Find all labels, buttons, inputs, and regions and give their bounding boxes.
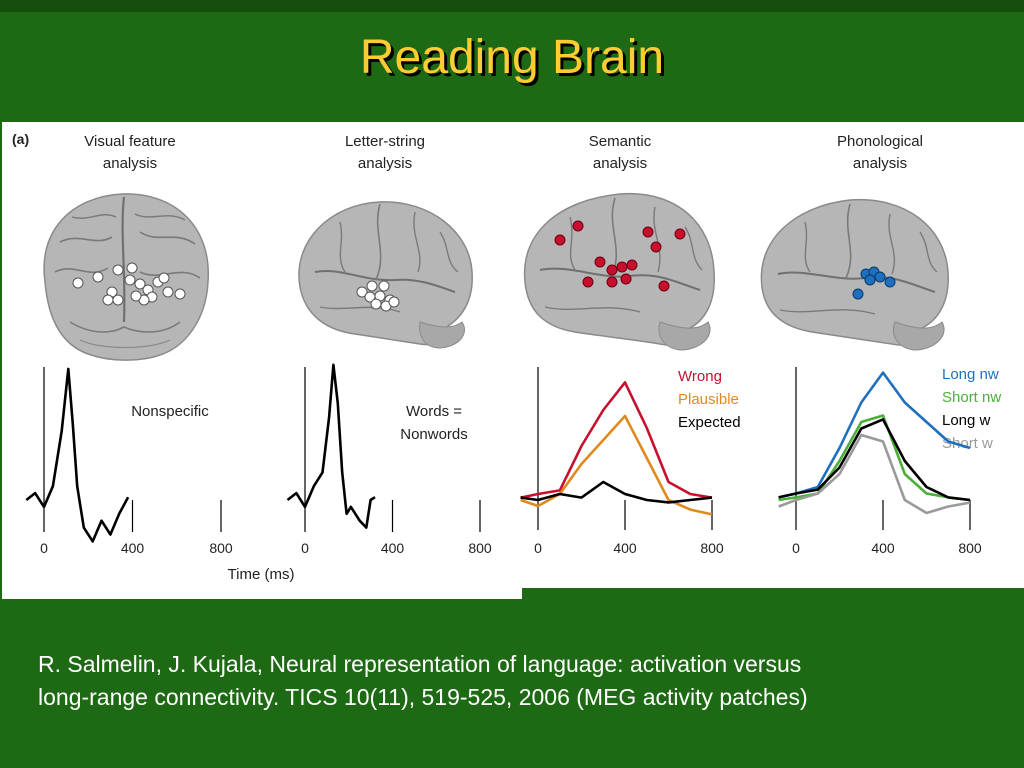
visual-feature-dots [72, 262, 186, 306]
activity-dot [158, 272, 170, 284]
activity-dot [112, 294, 124, 306]
plots-layer: 0 400 800 0 400 800 0 400 800 0 400 800 [25, 363, 982, 556]
activity-dot [852, 288, 864, 300]
activity-dot [674, 228, 686, 240]
legend-long-nw: Long nw [942, 366, 999, 383]
slide-title: Reading Brain [359, 31, 665, 84]
series-line-signal [286, 363, 376, 529]
activity-dot [594, 256, 606, 268]
series-line-plausible [520, 414, 713, 516]
letter-string-dots [356, 280, 400, 312]
top-band [0, 0, 1024, 12]
activity-dot [884, 276, 896, 288]
x-tick-label: 400 [121, 540, 145, 556]
activity-dot [72, 277, 84, 289]
panel-3-title-line1: Semantic [589, 133, 652, 150]
figure: (a) Visual feature analysis Letter-strin… [0, 122, 1024, 600]
x-tick-label: 400 [381, 540, 405, 556]
activity-dot [650, 241, 662, 253]
activity-dot [626, 259, 638, 271]
activity-dot [112, 264, 124, 276]
activity-dot [582, 276, 594, 288]
legend-wrong: Wrong [678, 368, 722, 385]
citation-line-1: R. Salmelin, J. Kujala, Neural represent… [38, 651, 802, 677]
phonological-dots [852, 266, 896, 300]
x-tick-label: 0 [301, 540, 309, 556]
panel-4-title-line1: Phonological [837, 133, 923, 150]
x-tick-label: 400 [613, 540, 637, 556]
activity-dot [864, 274, 876, 286]
x-tick-label: 800 [700, 540, 724, 556]
activity-dot [606, 276, 618, 288]
x-tick-label: 800 [209, 540, 233, 556]
brain-lateral-view-4 [760, 198, 949, 351]
series-line-wrong [520, 381, 713, 499]
x-tick-label: 800 [958, 540, 982, 556]
activity-dot [130, 290, 142, 302]
annotation-nonspecific: Nonspecific [131, 403, 209, 420]
panel-2-title-line2: analysis [358, 155, 412, 172]
activity-dot [126, 262, 138, 274]
activity-dot [92, 271, 104, 283]
x-tick-label: 400 [871, 540, 895, 556]
panel-3-title-line2: analysis [593, 155, 647, 172]
panel-4-title-line2: analysis [853, 155, 907, 172]
activity-dot [124, 274, 136, 286]
activity-dot [370, 298, 382, 310]
activity-dot [554, 234, 566, 246]
legend-expected: Expected [678, 414, 741, 431]
panel-1-title-line1: Visual feature [84, 133, 175, 150]
activity-dot [616, 261, 628, 273]
activity-dot [356, 286, 368, 298]
legend-short-nw: Short nw [942, 389, 1001, 406]
activity-dot [366, 280, 378, 292]
semantic-dots [554, 220, 686, 292]
panel-2-title-line1: Letter-string [345, 133, 425, 150]
x-axis-label: Time (ms) [228, 566, 295, 583]
activity-dot [620, 273, 632, 285]
series-line-short-w [778, 433, 971, 515]
activity-dot [388, 296, 400, 308]
series-line-expected [520, 480, 713, 504]
activity-dot [658, 280, 670, 292]
x-tick-label: 800 [468, 540, 492, 556]
activity-dot [134, 278, 146, 290]
x-tick-label: 0 [792, 540, 800, 556]
activity-dot [606, 264, 618, 276]
series-line-signal [25, 367, 130, 543]
activity-dot [572, 220, 584, 232]
legend-plausible: Plausible [678, 391, 739, 408]
activity-dot [378, 280, 390, 292]
citation: R. Salmelin, J. Kujala, Neural represent… [38, 648, 1008, 714]
series-line-long-w [778, 418, 971, 502]
brain-lateral-view-2 [298, 201, 473, 349]
legend-short-w: Short w [942, 435, 993, 452]
activity-dot [174, 288, 186, 300]
panel-label: (a) [12, 131, 29, 147]
figure-right-background [522, 122, 1024, 588]
activity-dot [642, 226, 654, 238]
figure-left-background [2, 122, 522, 599]
annotation-nonwords: Nonwords [400, 426, 468, 443]
activity-dot [102, 294, 114, 306]
annotation-words-equal: Words = [406, 403, 462, 420]
legend-long-w: Long w [942, 412, 991, 429]
figure-svg: (a) Visual feature analysis Letter-strin… [2, 122, 1024, 599]
x-tick-label: 0 [40, 540, 48, 556]
panel-1-title-line2: analysis [103, 155, 157, 172]
activity-dot [874, 271, 886, 283]
citation-line-2: long-range connectivity. TICS 10(11), 51… [38, 684, 808, 710]
activity-dot [162, 286, 174, 298]
x-tick-label: 0 [534, 540, 542, 556]
